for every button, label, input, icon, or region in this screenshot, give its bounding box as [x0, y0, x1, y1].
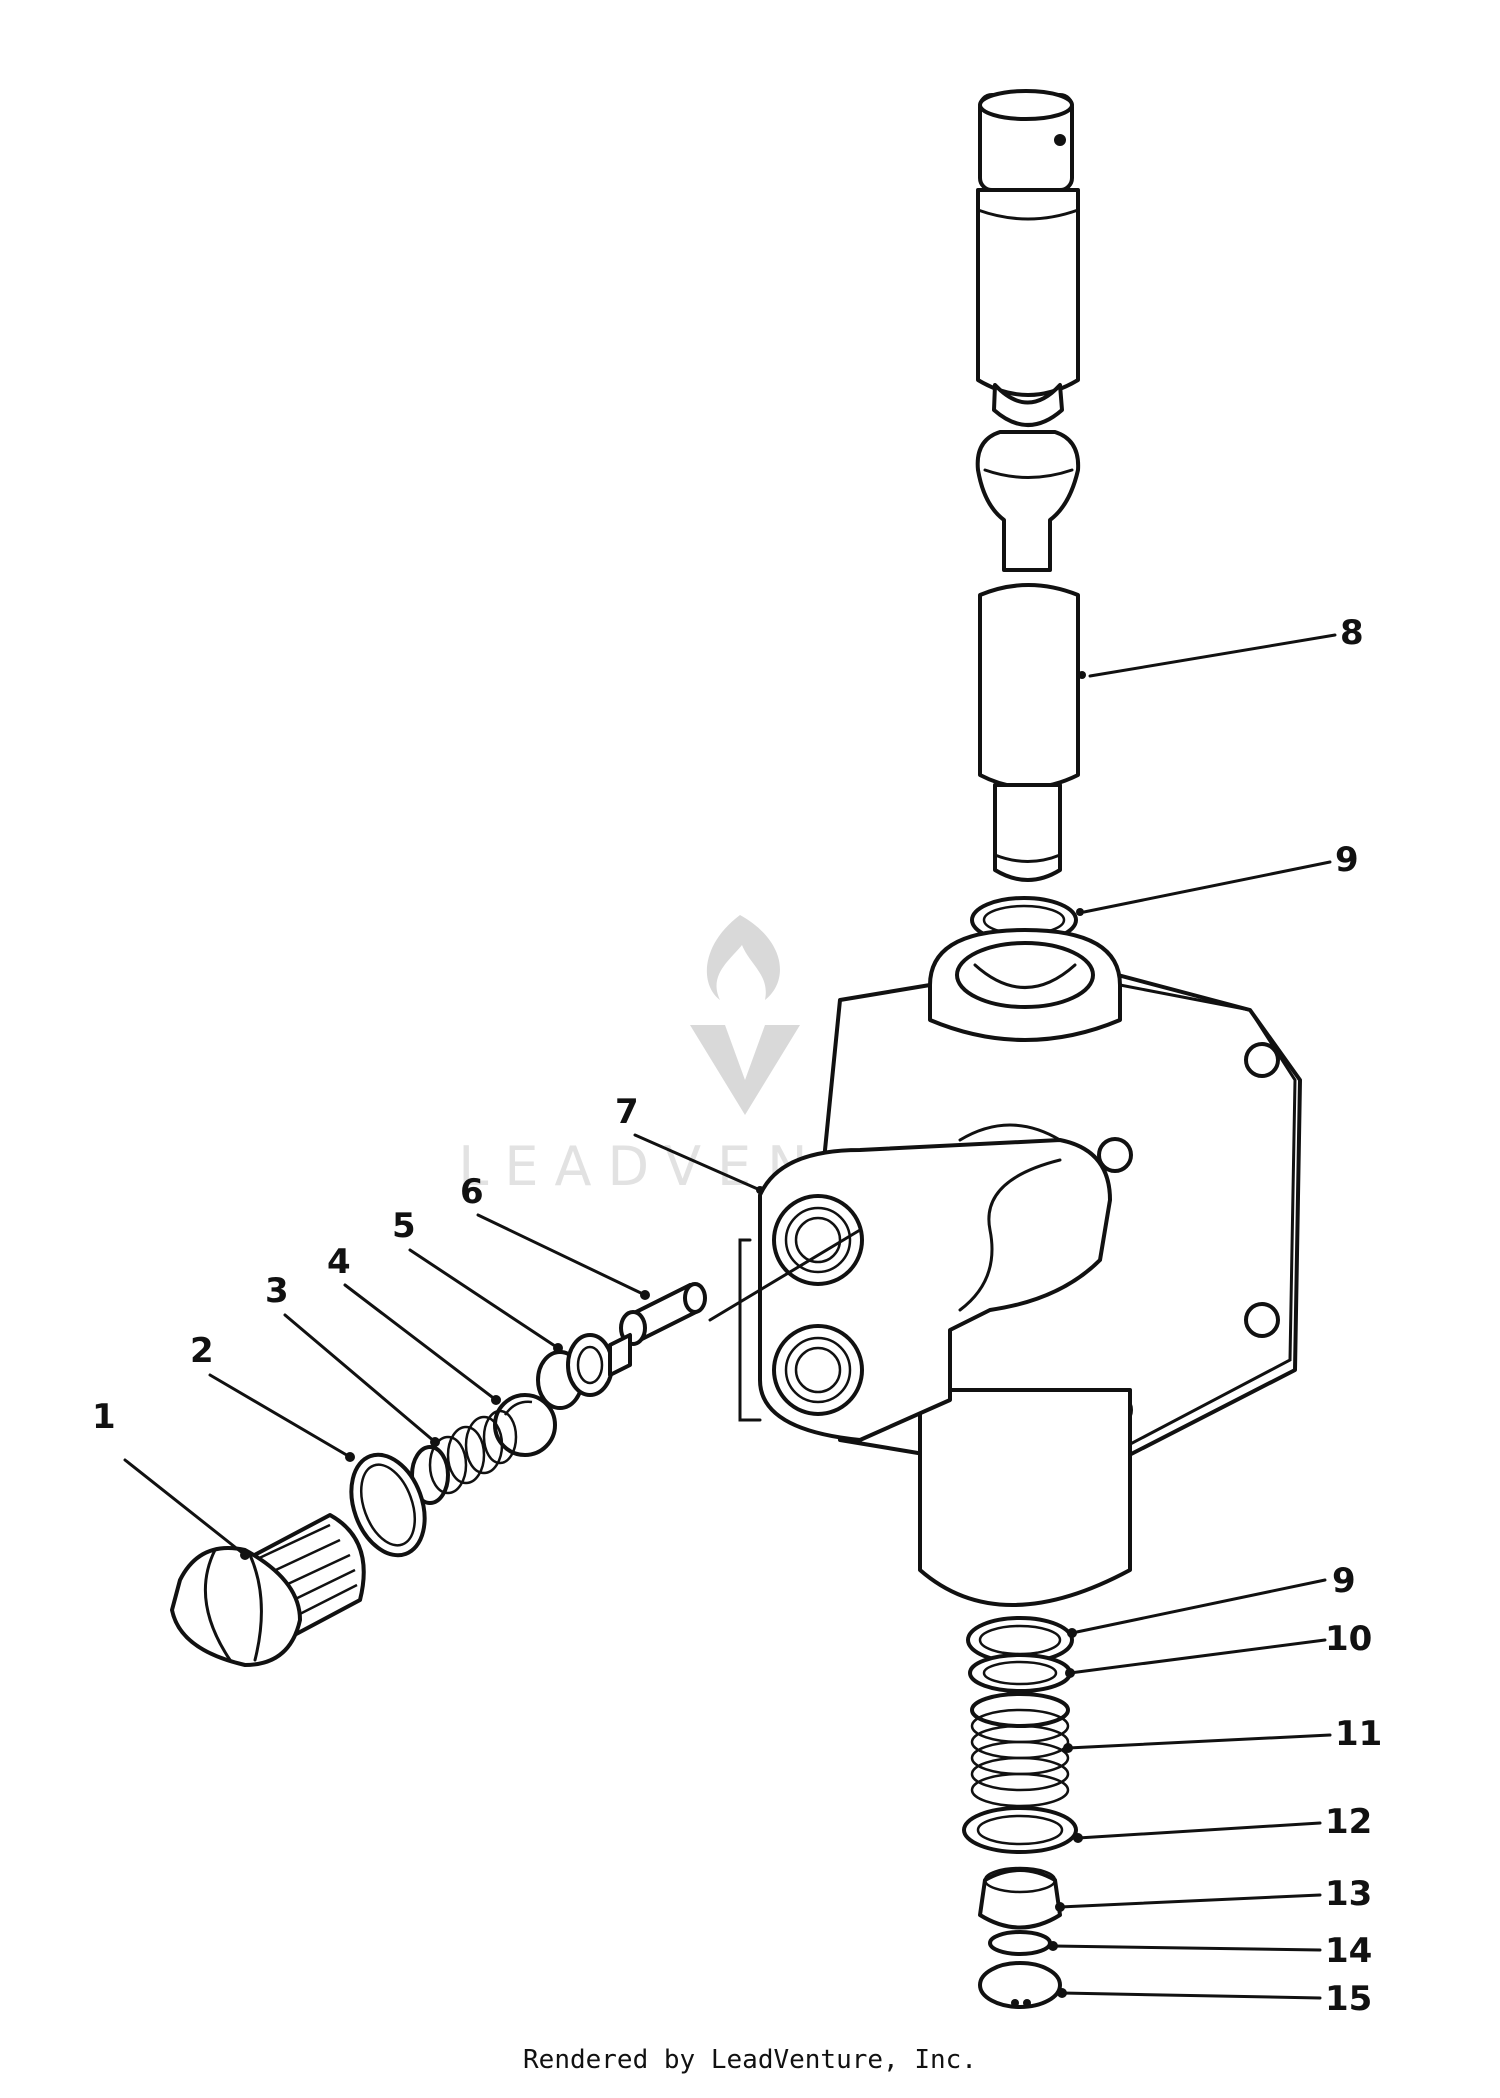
callout-4: 4 — [327, 1242, 351, 1282]
part-9-lower-oring — [966, 1616, 1074, 1664]
leader-lines — [123, 633, 1337, 2000]
part-13-cup — [978, 1866, 1062, 1930]
callout-10: 10 — [1325, 1619, 1372, 1659]
callout-6: 6 — [460, 1172, 484, 1212]
part-15-snap-ring — [978, 1961, 1062, 2009]
callout-9-upper: 9 — [1335, 840, 1359, 880]
callout-5: 5 — [392, 1206, 416, 1246]
part-5-poppet — [536, 1333, 632, 1410]
part-6-pin — [619, 1282, 707, 1346]
part-3-spring — [410, 1409, 518, 1505]
part-2-oring — [349, 1452, 427, 1558]
part-12-retainer — [962, 1806, 1078, 1854]
part-7-valve-body — [708, 928, 1302, 1607]
part-1-plug — [170, 1513, 366, 1667]
callout-12: 12 — [1325, 1802, 1372, 1842]
flame-logo-icon — [706, 915, 780, 1000]
callout-7: 7 — [615, 1092, 639, 1132]
callout-labels: 1 2 3 4 5 6 7 8 9 9 10 11 12 13 14 15 — [92, 613, 1382, 2019]
part-14-washer — [988, 1930, 1052, 1956]
callout-3: 3 — [265, 1271, 289, 1311]
part-11-spring — [970, 1692, 1070, 1808]
callout-13: 13 — [1325, 1874, 1372, 1914]
v-logo-icon — [690, 1025, 800, 1115]
part-4-ball — [493, 1393, 557, 1457]
callout-8: 8 — [1340, 613, 1364, 653]
footer-credit: Rendered by LeadVenture, Inc. — [523, 2045, 977, 2075]
callout-15: 15 — [1325, 1979, 1372, 2019]
callout-14: 14 — [1325, 1931, 1372, 1971]
callout-11: 11 — [1335, 1714, 1382, 1754]
part-10-washer — [968, 1653, 1072, 1693]
callout-9-lower: 9 — [1332, 1561, 1356, 1601]
callout-2: 2 — [190, 1331, 214, 1371]
callout-1: 1 — [92, 1397, 116, 1437]
part-8-spool — [975, 89, 1086, 882]
